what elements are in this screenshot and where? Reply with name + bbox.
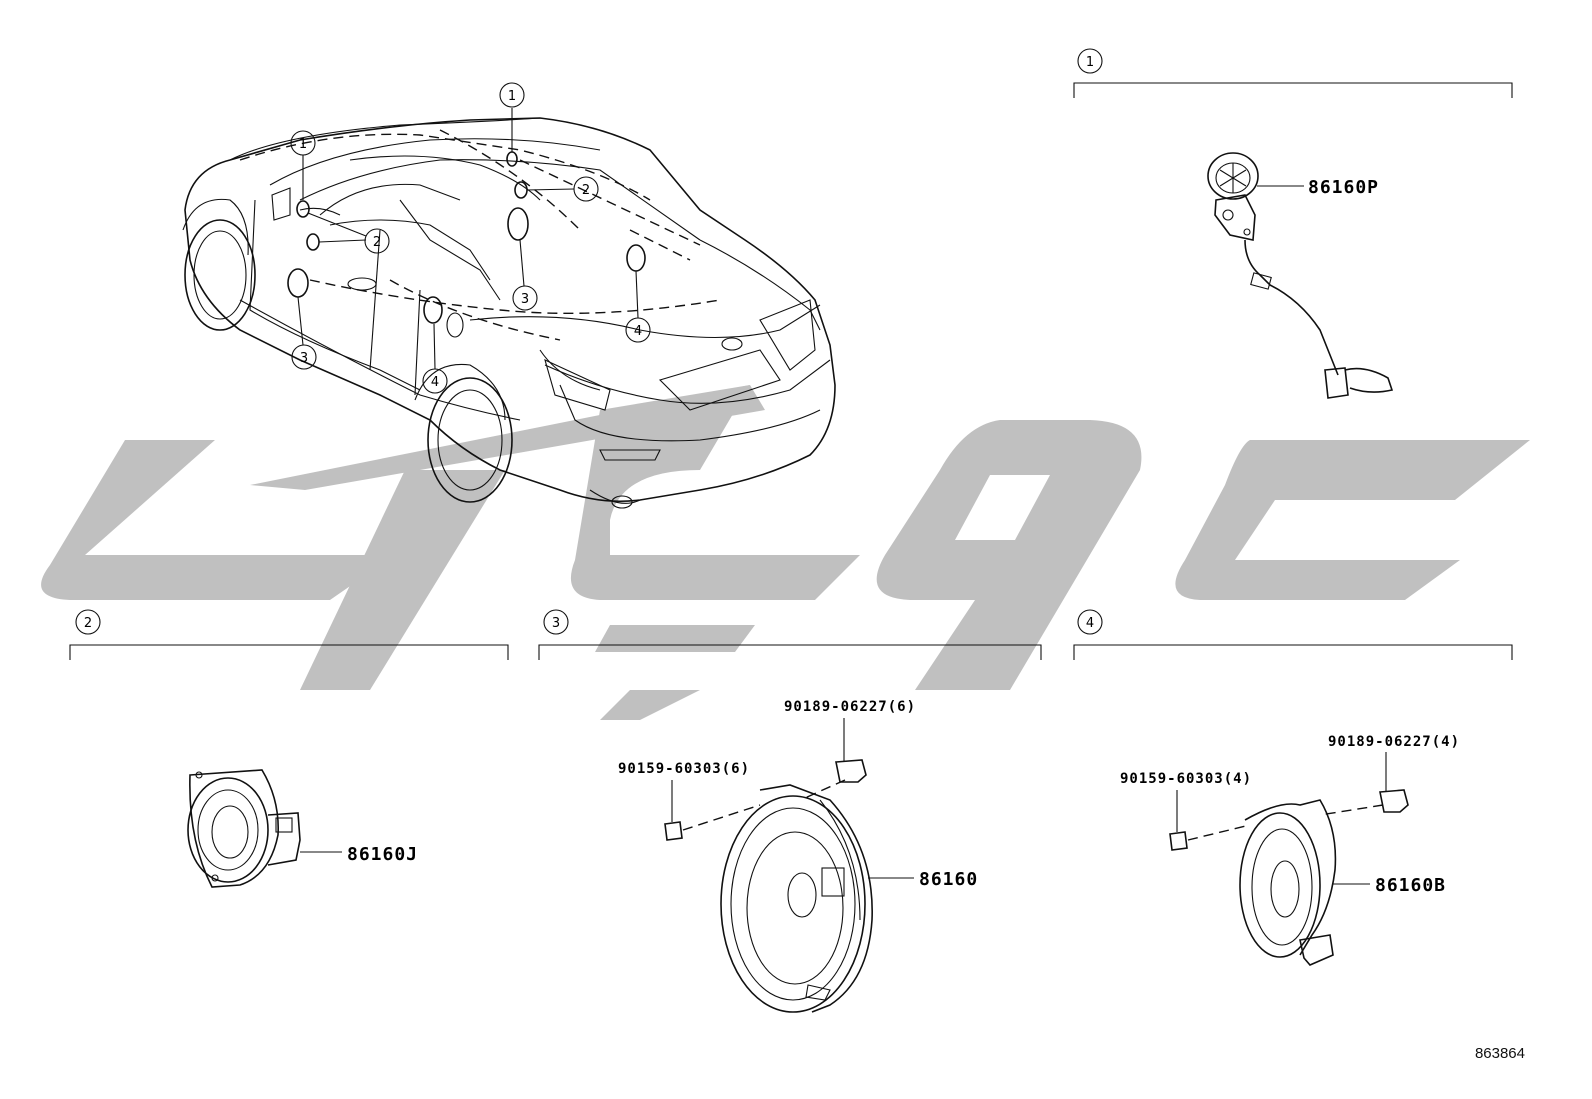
part-label-s4-screw: 90159-60303(4) bbox=[1120, 771, 1252, 787]
screw-90159 bbox=[664, 779, 846, 841]
svg-text:1: 1 bbox=[1086, 55, 1094, 70]
marker-1-front-left: 1 bbox=[290, 130, 316, 156]
marker-3-front-right: 3 bbox=[512, 285, 538, 311]
speaker-86160B bbox=[1239, 799, 1370, 966]
diagram-reference-number: 863864 bbox=[1474, 1045, 1525, 1062]
svg-text:2: 2 bbox=[373, 235, 381, 250]
section-4-bracket bbox=[1073, 644, 1513, 660]
svg-text:1: 1 bbox=[299, 137, 307, 152]
section-4-marker bbox=[1077, 609, 1103, 635]
marker-2-front-left: 2 bbox=[364, 228, 390, 254]
svg-text:1: 1 bbox=[508, 89, 516, 104]
car-leaders bbox=[297, 108, 639, 370]
part-label-86160B: 86160B bbox=[1375, 875, 1446, 896]
section-3-marker bbox=[543, 609, 569, 635]
svg-text:4: 4 bbox=[431, 375, 439, 390]
section-3: 3 90189-06227(6) 90159-60303(6) 86160 bbox=[538, 609, 1042, 1013]
part-label-s4-clip: 90189-06227(4) bbox=[1328, 734, 1460, 750]
marker-3-front-left: 3 bbox=[291, 344, 317, 370]
speaker-86160J bbox=[187, 769, 342, 888]
section-1-marker bbox=[1077, 48, 1103, 74]
svg-text:3: 3 bbox=[521, 292, 529, 307]
svg-text:2: 2 bbox=[84, 616, 92, 631]
part-label-s3-screw: 90159-60303(6) bbox=[618, 761, 750, 777]
section-1-bracket bbox=[1073, 82, 1513, 98]
part-label-86160: 86160 bbox=[919, 869, 978, 890]
marker-2-front-right: 2 bbox=[573, 176, 599, 202]
clip-90189 bbox=[835, 718, 867, 783]
section-2: 2 86160J bbox=[69, 609, 509, 888]
svg-text:4: 4 bbox=[634, 324, 642, 339]
svg-text:4: 4 bbox=[1086, 616, 1094, 631]
section-1: 1 86160P bbox=[1073, 48, 1513, 399]
speaker-locations bbox=[287, 151, 646, 324]
part-label-86160P: 86160P bbox=[1308, 177, 1379, 198]
tweeter-86160P bbox=[1207, 152, 1394, 399]
marker-4-rear-right: 4 bbox=[625, 317, 651, 343]
svg-text:2: 2 bbox=[582, 183, 590, 198]
section-2-marker bbox=[75, 609, 101, 635]
part-label-s3-clip: 90189-06227(6) bbox=[784, 699, 916, 715]
marker-1-front-right: 1 bbox=[499, 82, 525, 108]
speaker-86160 bbox=[720, 784, 914, 1013]
watermark-logo bbox=[41, 385, 1530, 720]
svg-text:3: 3 bbox=[552, 616, 560, 631]
section-3-bracket bbox=[538, 644, 1042, 660]
screw-90159-4 bbox=[1169, 790, 1384, 851]
part-label-86160J: 86160J bbox=[347, 844, 418, 865]
svg-text:3: 3 bbox=[300, 351, 308, 366]
car-markers: 1 2 3 1 2 3 4 4 bbox=[290, 82, 651, 394]
section-4: 4 90189-06227(4) 90159-60303(4) 86160B bbox=[1073, 609, 1513, 966]
car-illustration bbox=[182, 117, 836, 509]
clip-90189-4 bbox=[1379, 752, 1409, 813]
section-2-bracket bbox=[69, 644, 509, 660]
marker-4-rear-left: 4 bbox=[422, 368, 448, 394]
